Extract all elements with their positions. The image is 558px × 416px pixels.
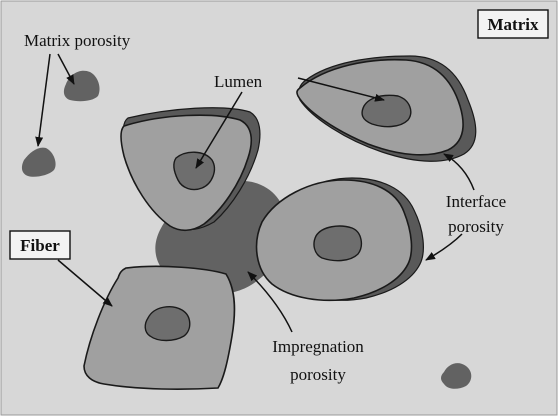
lumen [145,307,190,341]
lumen [174,152,215,189]
lumen-label: Lumen [214,72,263,91]
lumen [362,95,411,126]
impregnation-porosity-label-line1: Impregnation [272,337,364,356]
fiber-label: Fiber [20,236,60,255]
interface-porosity-label-line1: Interface [446,192,506,211]
interface-porosity-label-line2: porosity [448,217,504,236]
matrix-label: Matrix [488,15,539,34]
impregnation-porosity-label-line2: porosity [290,365,346,384]
matrix-porosity-label: Matrix porosity [24,31,131,50]
lumen [314,226,361,261]
